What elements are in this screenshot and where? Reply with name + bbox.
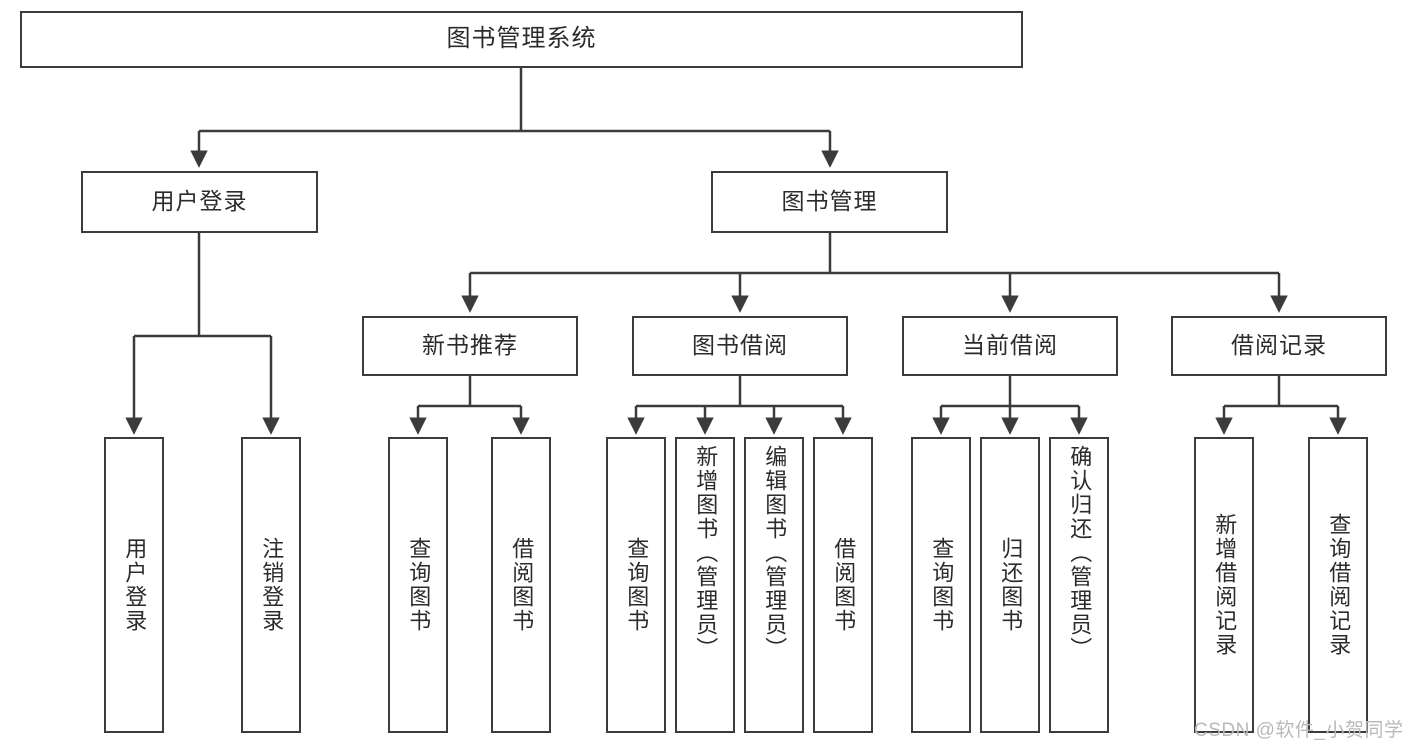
leaf-borrow-book-2[interactable]: 借阅图书: [813, 437, 873, 733]
node-current-borrow-label: 当前借阅: [962, 332, 1058, 359]
leaf-add-book[interactable]: 新增图书（管理员）: [675, 437, 735, 733]
leaf-edit-book-label: 编辑图书（管理员）: [762, 445, 788, 661]
leaf-query-book-1[interactable]: 查询图书: [388, 437, 448, 733]
leaf-query-book-2-label: 查询图书: [624, 537, 650, 633]
node-root-label: 图书管理系统: [446, 25, 597, 53]
csdn-watermark: CSDN @软件_小贺同学: [1194, 720, 1404, 741]
leaf-edit-book[interactable]: 编辑图书（管理员）: [744, 437, 804, 733]
node-book-borrow-label: 图书借阅: [692, 332, 788, 359]
node-current-borrow[interactable]: 当前借阅: [902, 316, 1118, 376]
leaf-query-record-label: 查询借阅记录: [1326, 513, 1352, 657]
leaf-user-logout[interactable]: 注销登录: [241, 437, 301, 733]
leaf-add-record-label: 新增借阅记录: [1212, 513, 1238, 657]
leaf-add-record[interactable]: 新增借阅记录: [1194, 437, 1254, 733]
leaf-user-login-label: 用户登录: [122, 537, 148, 633]
leaf-query-record[interactable]: 查询借阅记录: [1308, 437, 1368, 733]
leaf-query-book-1-label: 查询图书: [406, 537, 432, 633]
node-user-login-label: 用户登录: [151, 188, 248, 215]
leaf-query-book-3-label: 查询图书: [929, 537, 955, 633]
leaf-confirm-return-label: 确认归还（管理员）: [1067, 445, 1093, 661]
leaf-return-book-label: 归还图书: [998, 537, 1024, 633]
node-new-book-recommend-label: 新书推荐: [422, 332, 518, 359]
node-book-borrow[interactable]: 图书借阅: [632, 316, 848, 376]
leaf-confirm-return[interactable]: 确认归还（管理员）: [1049, 437, 1109, 733]
leaf-return-book[interactable]: 归还图书: [980, 437, 1040, 733]
node-book-manage-label: 图书管理: [781, 188, 878, 215]
node-borrow-record-label: 借阅记录: [1231, 332, 1327, 359]
node-borrow-record[interactable]: 借阅记录: [1171, 316, 1387, 376]
leaf-borrow-book-2-label: 借阅图书: [831, 537, 857, 633]
leaf-query-book-3[interactable]: 查询图书: [911, 437, 971, 733]
node-book-manage[interactable]: 图书管理: [711, 171, 948, 233]
leaf-user-logout-label: 注销登录: [259, 537, 285, 633]
leaf-borrow-book-1-label: 借阅图书: [509, 537, 535, 633]
node-root[interactable]: 图书管理系统: [20, 11, 1023, 68]
leaf-query-book-2[interactable]: 查询图书: [606, 437, 666, 733]
leaf-user-login[interactable]: 用户登录: [104, 437, 164, 733]
leaf-borrow-book-1[interactable]: 借阅图书: [491, 437, 551, 733]
node-new-book-recommend[interactable]: 新书推荐: [362, 316, 578, 376]
node-user-login[interactable]: 用户登录: [81, 171, 318, 233]
leaf-add-book-label: 新增图书（管理员）: [693, 445, 719, 661]
